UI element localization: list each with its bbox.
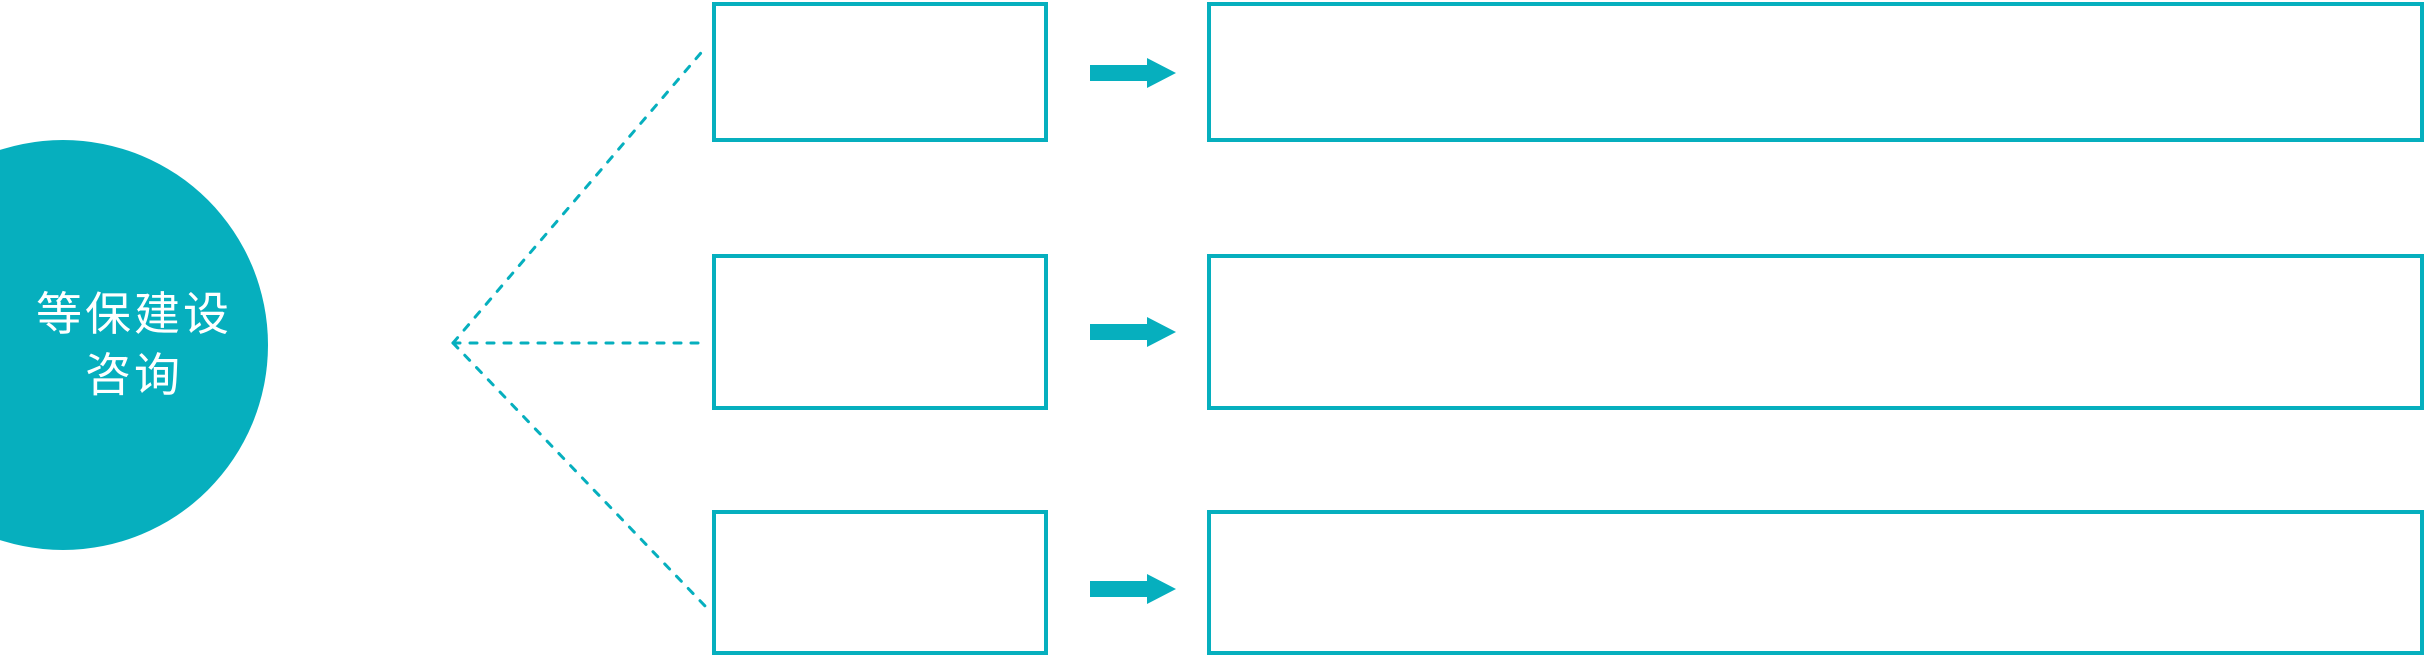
hub-label-line-1: 等保建设 <box>36 288 232 341</box>
right-arrow-icon <box>1090 58 1176 88</box>
step-box-3[interactable] <box>712 510 1048 655</box>
detail-box-2[interactable] <box>1207 254 2424 410</box>
diagram-row <box>712 510 2424 655</box>
detail-box-3[interactable] <box>1207 510 2424 655</box>
right-arrow-icon <box>1090 574 1176 604</box>
detail-box-1[interactable] <box>1207 2 2424 142</box>
step-box-1[interactable] <box>712 2 1048 142</box>
right-arrow-icon <box>1090 317 1176 347</box>
branch-line-top <box>451 45 708 345</box>
branch-line-bottom <box>451 341 708 609</box>
hub-label-line-2: 咨询 <box>85 349 183 401</box>
hub-circle[interactable]: 等保建设 咨询 <box>0 140 268 550</box>
diagram-row <box>712 2 2424 142</box>
step-box-2[interactable] <box>712 254 1048 410</box>
diagram-row <box>712 254 2424 410</box>
